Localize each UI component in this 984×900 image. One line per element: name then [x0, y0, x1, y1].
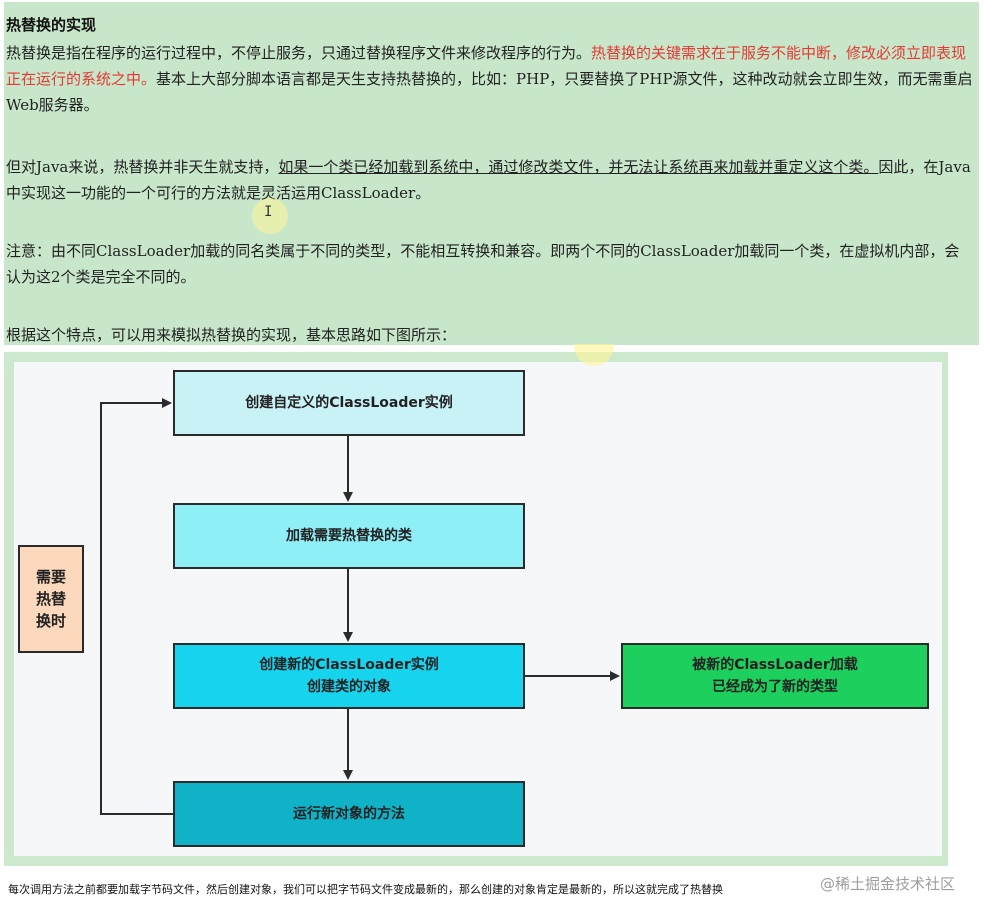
- step-load-hot-swap-class: 加载需要热替换的类: [173, 503, 525, 569]
- text-cursor-icon: I: [264, 204, 273, 220]
- paragraph-lead-in: 根据这个特点，可以用来模拟热替换的实现，基本思路如下图所示：: [6, 326, 457, 344]
- loop-arrow-step4-to-step1: [100, 398, 173, 815]
- side-label-needs-hot-swap: 需要热替换时: [18, 545, 84, 653]
- p1-text-rest: 基本上大部分脚本语言都是天生支持热替换的，比如：PHP，只要替换了PHP源文件，…: [6, 70, 973, 114]
- diagram-canvas: [14, 362, 942, 856]
- paragraph-java-hot-swap: 但对Java来说，热替换并非天生就支持，如果一个类已经加载到系统中，通过修改类文…: [6, 154, 974, 206]
- step-run-new-object-method: 运行新对象的方法: [173, 781, 525, 847]
- step2-label: 加载需要热替换的类: [286, 528, 412, 544]
- result-label-line1: 被新的ClassLoader加载: [692, 657, 858, 673]
- step-create-custom-classloader: 创建自定义的ClassLoader实例: [173, 370, 525, 436]
- p2-text-rest: 因此，在Java中实现这一功能的一个可行的方法就是灵活运用ClassLoader…: [6, 158, 971, 202]
- article-title: 热替换的实现: [6, 16, 97, 34]
- cursor-highlight: [252, 198, 288, 234]
- result-label-line2: 已经成为了新的类型: [712, 679, 838, 695]
- article-panel: [4, 2, 979, 345]
- image-caption: 每次调用方法之前都要加载字节码文件，然后创建对象，我们可以把字节码文件变成最新的…: [8, 883, 723, 896]
- watermark: @稀土掘金技术社区: [820, 875, 956, 893]
- paragraph-hot-swap-definition: 热替换是指在程序的运行过程中，不停止服务，只通过替换程序文件来修改程序的行为。热…: [6, 40, 974, 118]
- step3-label-line2: 创建类的对象: [307, 679, 391, 695]
- p2-text: 但对Java来说，热替换并非天生就支持，: [6, 158, 279, 176]
- p1-emphasis-red: 热替换的关键需求在于服务不能中断，修改必须立即表现正在运行的系统之中。: [6, 44, 967, 88]
- diagram-frame: [4, 352, 948, 866]
- pointer-highlight: [574, 344, 614, 366]
- p2-underlined: 如果一个类已经加载到系统中，通过修改类文件，并无法让系统再来加载并重定义这个类。: [278, 158, 879, 176]
- step4-label: 运行新对象的方法: [293, 806, 405, 822]
- result-new-type: 被新的ClassLoader加载 已经成为了新的类型: [621, 643, 929, 709]
- step3-label-line1: 创建新的ClassLoader实例: [259, 657, 439, 673]
- step1-label: 创建自定义的ClassLoader实例: [245, 395, 453, 411]
- paragraph-note: 注意：由不同ClassLoader加载的同名类属于不同的类型，不能相互转换和兼容…: [6, 242, 960, 286]
- p1-text: 热替换是指在程序的运行过程中，不停止服务，只通过替换程序文件来修改程序的行为。: [6, 44, 592, 62]
- step-create-new-classloader-and-object: 创建新的ClassLoader实例 创建类的对象: [173, 643, 525, 709]
